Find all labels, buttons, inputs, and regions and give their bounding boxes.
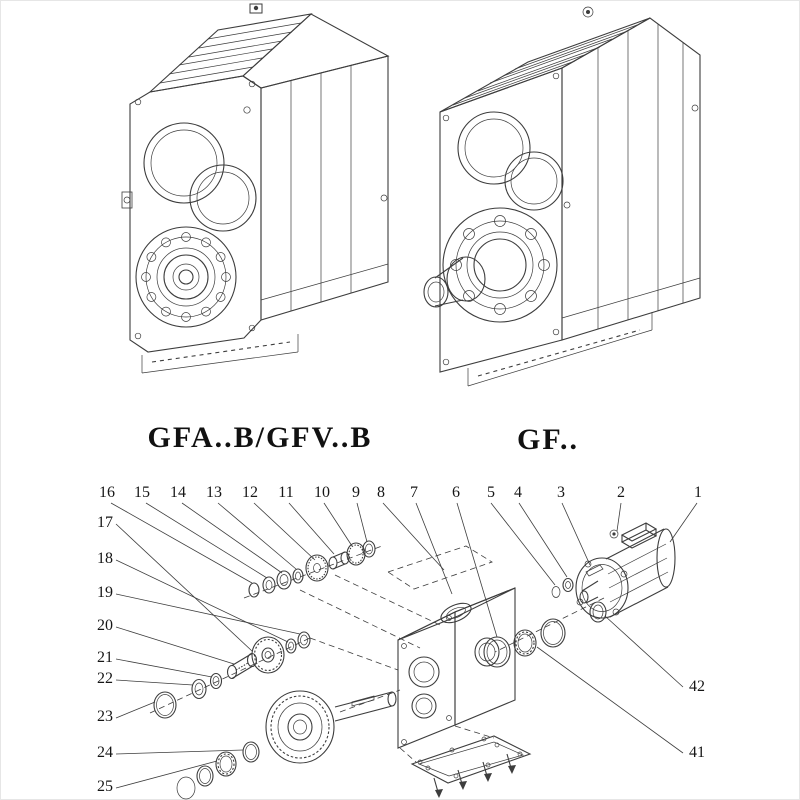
callout-20: 20 (97, 617, 113, 634)
mounting-rail (467, 312, 653, 387)
gearbox-drawing-gf (423, 6, 701, 387)
motor-side-rings (483, 564, 607, 668)
output-bearing (135, 226, 237, 328)
output-gear-parts (176, 690, 397, 800)
bolt-circle (450, 215, 550, 315)
input-bore (143, 122, 257, 232)
output-flange-shaft (423, 207, 558, 323)
callout-41: 41 (689, 744, 705, 761)
callout-labels-right: 42 41 (689, 678, 705, 761)
callout-18: 18 (97, 550, 113, 567)
exploded-view: 16 15 14 13 12 11 10 9 8 7 6 5 4 3 2 1 1… (97, 484, 705, 800)
callout-15: 15 (134, 484, 150, 501)
fastener-arrows (433, 753, 516, 798)
callout-5: 5 (487, 484, 495, 501)
callout-4: 4 (514, 484, 522, 501)
callout-17: 17 (97, 514, 113, 531)
callout-labels-top: 16 15 14 13 12 11 10 9 8 7 6 5 4 3 2 1 (99, 484, 702, 501)
callout-19: 19 (97, 584, 113, 601)
cooling-fins (452, 24, 638, 106)
callout-7: 7 (410, 484, 418, 501)
callout-3: 3 (557, 484, 565, 501)
eyebolt (582, 6, 594, 18)
callout-6: 6 (452, 484, 460, 501)
bolt-bosses (442, 72, 699, 366)
callout-12: 12 (242, 484, 258, 501)
intermediate-gear-parts (153, 631, 311, 719)
callout-1: 1 (694, 484, 702, 501)
callout-2: 2 (617, 484, 625, 501)
bolt-bosses (121, 80, 388, 340)
callout-14: 14 (170, 484, 186, 501)
callout-13: 13 (206, 484, 222, 501)
assembly-axes (149, 545, 605, 763)
side-ribs (561, 24, 701, 329)
callout-22: 22 (97, 670, 113, 687)
model-label-gfab: GFA..B/GFV..B (148, 421, 373, 454)
model-label-gf: GF.. (517, 423, 579, 456)
callout-24: 24 (97, 744, 113, 761)
side-ribs (260, 65, 389, 311)
callout-25: 25 (97, 778, 113, 795)
callout-11: 11 (278, 484, 293, 501)
input-bore (457, 111, 564, 211)
callout-23: 23 (97, 708, 113, 725)
gasket-plate (410, 735, 532, 784)
bolt-circle (141, 232, 231, 322)
mounting-rail (141, 334, 299, 374)
callout-9: 9 (352, 484, 360, 501)
leader-lines (110, 502, 698, 789)
callout-labels-left: 17 18 19 20 21 22 23 24 25 (97, 514, 113, 795)
callout-16: 16 (99, 484, 115, 501)
callout-21: 21 (97, 649, 113, 666)
input-shaft-parts (248, 540, 376, 598)
callout-10: 10 (314, 484, 330, 501)
callout-8: 8 (377, 484, 385, 501)
cooling-fins (159, 22, 302, 84)
oil-plug (249, 3, 263, 14)
gear-housing (397, 587, 516, 749)
motor (575, 522, 676, 619)
gearbox-drawing-gfab (121, 3, 390, 374)
callout-42: 42 (689, 678, 705, 695)
